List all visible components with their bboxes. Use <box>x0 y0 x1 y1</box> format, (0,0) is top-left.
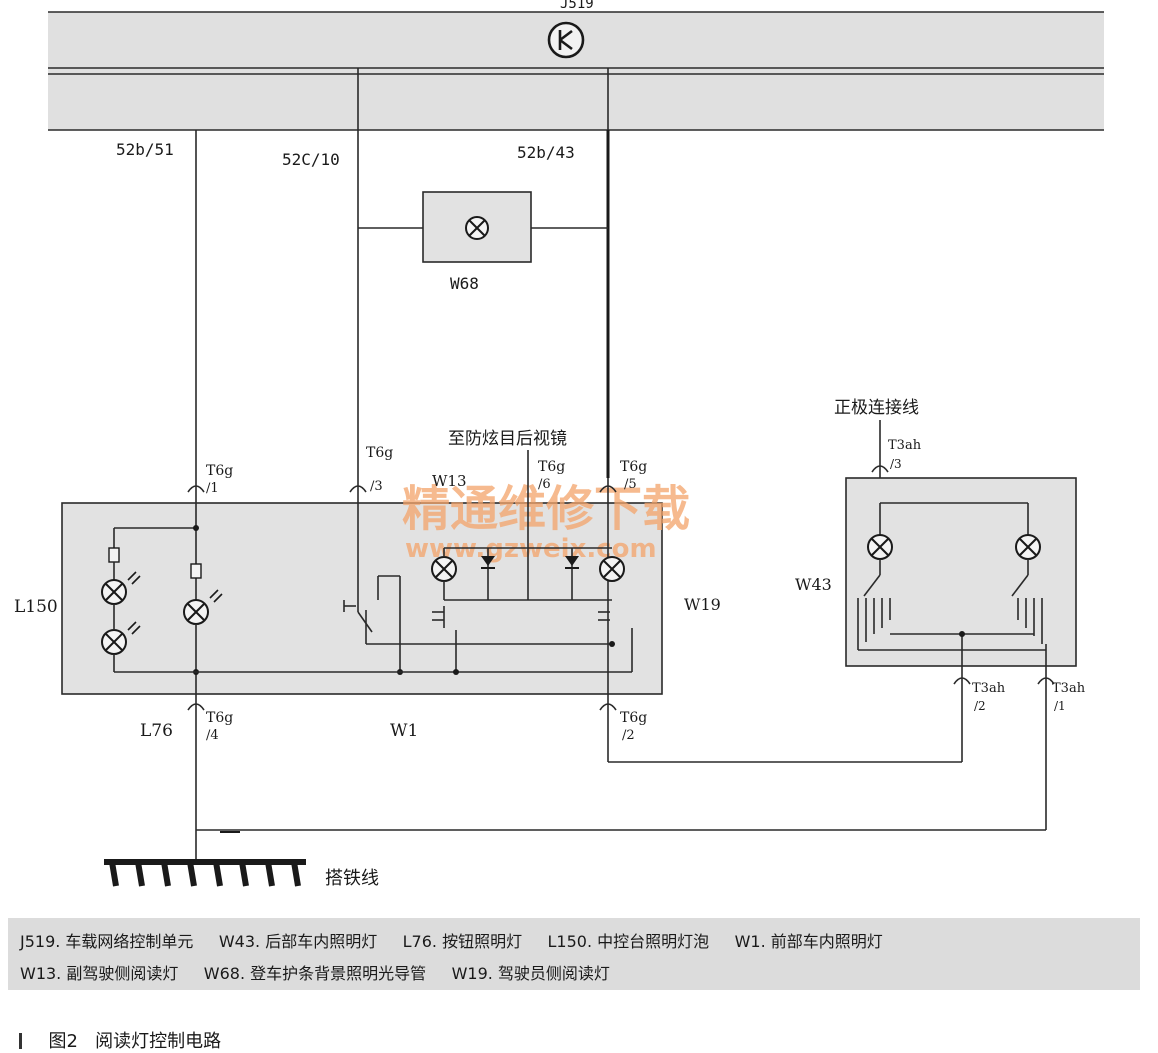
connector-t6g-5-pin: /5 <box>624 477 637 492</box>
j519-control-unit: J519 <box>48 0 1104 131</box>
pin-label-52b-43: 52b/43 <box>517 143 575 162</box>
w43-rear-lamp: 正极连接线 T3ah /3 W43 <box>795 398 1077 694</box>
connector-t3ah-2: T3ah <box>972 681 1006 696</box>
w43-label: W43 <box>795 575 832 594</box>
w1-label: W1 <box>390 721 418 741</box>
connector-t6g-4: T6g <box>206 710 233 726</box>
connector-t6g-1-pin: /1 <box>206 481 219 496</box>
connector-t6g-4-pin: /4 <box>206 728 219 743</box>
connector-t6g-6: T6g <box>538 459 565 475</box>
w68-label: W68 <box>450 274 479 293</box>
connector-t3ah-3-pin: /3 <box>890 457 902 471</box>
ground-label: 搭铁线 <box>325 868 379 889</box>
caption-bar-icon <box>19 1033 23 1049</box>
legend-line-1: J519. 车载网络控制单元 W43. 后部车内照明灯 L76. 按钮照明灯 L… <box>20 932 883 951</box>
ground-symbol: 搭铁线 <box>104 859 379 889</box>
circuit-diagram: J519 52b/51 52C/10 52b/43 W68 精通维修下载 www… <box>14 0 1104 889</box>
connector-t3ah-2-pin: /2 <box>974 699 986 713</box>
j519-label: J519 <box>560 0 594 12</box>
diode-2 <box>565 548 579 600</box>
figure-caption: 图2 阅读灯控制电路 <box>48 1031 222 1052</box>
w68-component: W68 <box>358 191 608 293</box>
connector-t6g-6-pin: /6 <box>538 477 551 492</box>
connector-t3ah-1: T3ah <box>1052 681 1086 696</box>
to-mirror-label: 至防炫目后视镜 <box>448 429 567 449</box>
connector-t6g-3-pin: /3 <box>370 479 383 494</box>
connector-t3ah-1-pin: /1 <box>1054 699 1066 713</box>
figure-caption-row: 图2 阅读灯控制电路 <box>8 1006 221 1053</box>
legend-box: J519. 车载网络控制单元 W43. 后部车内照明灯 L76. 按钮照明灯 L… <box>8 918 1140 990</box>
l76-label: L76 <box>140 721 173 741</box>
l76-bulb <box>183 503 223 694</box>
l150-label: L150 <box>14 597 58 617</box>
l150-bulbs <box>101 527 196 672</box>
w19-reading-lamp: W19 <box>598 556 721 672</box>
pin-label-52b-51: 52b/51 <box>116 140 174 159</box>
connector-t6g-3: T6g <box>366 445 393 461</box>
connector-t6g-1: T6g <box>206 463 233 479</box>
w13-reading-lamp: W13 <box>431 472 612 672</box>
w13-label: W13 <box>432 472 467 490</box>
connector-t6g-2: T6g <box>620 710 647 726</box>
connector-t6g-5: T6g <box>620 459 647 475</box>
legend-line-2: W13. 副驾驶侧阅读灯 W68. 登车护条背景照明光导管 W19. 驾驶员侧阅… <box>20 964 610 983</box>
front-module-box <box>61 502 663 695</box>
w19-label: W19 <box>684 595 721 614</box>
connector-t3ah-3: T3ah <box>888 438 922 453</box>
diode-1 <box>481 548 495 600</box>
positive-wire-label: 正极连接线 <box>834 398 919 418</box>
watermark-title: 精通维修下载 <box>402 481 690 537</box>
pin-label-52c-10: 52C/10 <box>282 150 340 169</box>
connector-t6g-2-pin: /2 <box>622 728 635 743</box>
transistor-icon <box>547 21 585 59</box>
